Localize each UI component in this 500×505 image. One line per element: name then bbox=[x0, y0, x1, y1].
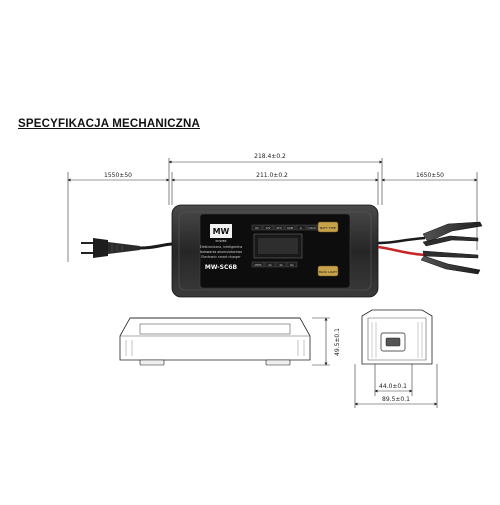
clamp-upper-jaw-bottom bbox=[422, 235, 479, 247]
clamp-lower-jaw-bottom bbox=[420, 255, 481, 275]
mode-label-std: STD bbox=[276, 226, 281, 230]
dim-height bbox=[312, 317, 330, 366]
charger-top-view: MW POWER Elektroniczna, inteligentna ład… bbox=[171, 204, 379, 298]
mode-label-agm: AGM bbox=[287, 226, 293, 230]
charger-end-view bbox=[361, 309, 433, 365]
mode-label-6v: 6V bbox=[255, 226, 259, 230]
mode-label-cold: COLD bbox=[308, 226, 315, 230]
plug-sleeve bbox=[108, 242, 140, 254]
current-indicators: AMPS 2A 4A 6A bbox=[251, 261, 298, 268]
current-label-4a: 4A bbox=[279, 263, 283, 267]
plug-head bbox=[93, 238, 108, 258]
brand-sub: POWER bbox=[215, 239, 226, 243]
current-label-2a: 2A bbox=[268, 263, 272, 267]
dc-output bbox=[377, 221, 483, 275]
dim-cable-right-label: 1650±50 bbox=[416, 172, 444, 179]
end-inner-outline bbox=[367, 317, 427, 361]
back-light-button bbox=[317, 265, 339, 277]
current-label-6a: 6A bbox=[290, 263, 294, 267]
batt-type-button bbox=[317, 221, 339, 233]
plug-pin-bottom bbox=[81, 252, 93, 254]
clamp-lower-jaw-top bbox=[422, 250, 479, 259]
batt-type-label: BATT TYPE bbox=[320, 226, 336, 230]
dim-cable-left-label: 1550±50 bbox=[104, 172, 132, 179]
plug-pin-top bbox=[81, 242, 93, 244]
brand-logo-text: MW bbox=[213, 227, 230, 236]
end-ribs bbox=[371, 322, 423, 358]
current-label-amps: AMPS bbox=[254, 263, 262, 267]
back-light-label: BACK LIGHT bbox=[319, 270, 337, 274]
dc-cable-red bbox=[377, 245, 426, 257]
brand-logo bbox=[210, 224, 232, 238]
lcd-screen bbox=[258, 238, 298, 254]
mode-indicators: 6V 12V STD AGM Li COLD bbox=[251, 224, 318, 231]
dim-base-width-label: 44.0±0.1 bbox=[379, 383, 407, 390]
side-foot-right bbox=[265, 359, 291, 366]
dim-end-widths bbox=[354, 364, 438, 408]
power-plug bbox=[81, 238, 140, 258]
desc-line-3: Electronic smart charger bbox=[201, 255, 241, 259]
dim-total-length-label: 218.4±0.2 bbox=[254, 153, 286, 160]
dimension-lines bbox=[67, 158, 478, 262]
ac-cable bbox=[139, 242, 173, 250]
dim-height-label: 49.5±0.1 bbox=[334, 328, 341, 356]
desc-line-1: Elektroniczna, inteligentna bbox=[200, 245, 243, 249]
dim-body-length-label: 211.0±0.2 bbox=[256, 172, 288, 179]
dc-cable-black bbox=[377, 236, 426, 245]
charger-bezel bbox=[178, 211, 372, 291]
charger-side-view bbox=[119, 317, 311, 366]
side-foot-left bbox=[139, 359, 165, 366]
cable-port bbox=[385, 337, 401, 347]
dim-width-label: 89.5±0.1 bbox=[382, 396, 410, 403]
page-heading: SPECYFIKACJA MECHANICZNA bbox=[18, 118, 200, 130]
desc-line-2: ładowarka akumulatorowa bbox=[200, 250, 242, 254]
side-ribs bbox=[125, 340, 305, 356]
side-top-panel bbox=[139, 323, 291, 335]
mode-label-12v: 12V bbox=[265, 226, 270, 230]
model-name: MW-SC6B bbox=[205, 264, 238, 271]
mode-label-li: Li bbox=[300, 226, 302, 230]
